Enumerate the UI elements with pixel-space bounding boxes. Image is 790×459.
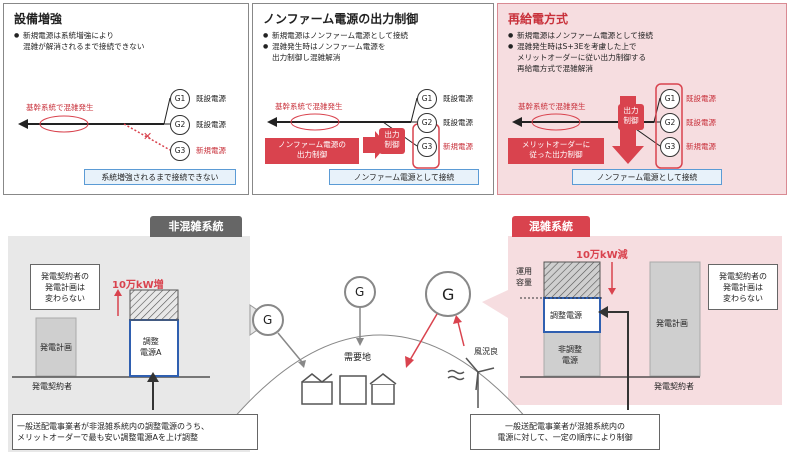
- bullet: メリットオーダーに従い出力制御する: [517, 53, 647, 62]
- generator-g2-label: 既設電源: [686, 118, 716, 127]
- right-note: 発電契約者の 発電計画は 変わらない: [708, 264, 778, 310]
- panel-grid-reinforcement: 設備増強 新規電源は系統増強により 混雑が解消されるまで接続できない ✕ 基幹系…: [3, 3, 249, 195]
- panel-bullets: 新規電源はノンファーム電源として接続 混雑発生時はS+3Eを考慮した上で メリッ…: [508, 30, 653, 74]
- right-generator: [425, 271, 471, 317]
- generator-g1-label: 既設電源: [686, 94, 716, 103]
- congestion-label: 基幹系統で混雑発生: [26, 103, 94, 112]
- red-note: メリットオーダーに 従った出力制御: [508, 138, 604, 164]
- panel-note: 系統増強されるまで接続できない: [84, 169, 236, 185]
- non-congested-tag: 非混雑系統: [150, 216, 242, 237]
- panel-note: ノンファーム電源として接続: [572, 169, 722, 185]
- generator-g2-label: 既設電源: [443, 118, 473, 127]
- left-contractor-label: 発電契約者: [32, 382, 72, 391]
- panel-title: ノンファーム電源の出力制御: [263, 12, 419, 26]
- panel-network-diagram: ✕: [18, 97, 171, 151]
- bullet: 混雑発生時はS+3Eを考慮した上で: [508, 41, 653, 52]
- wind-turbine: [447, 357, 495, 408]
- congestion-label: 基幹系統で混雑発生: [275, 102, 343, 111]
- center-generator: [344, 276, 376, 308]
- congestion-label: 基幹系統で混雑発生: [518, 102, 586, 111]
- control-tag: 出力 制御: [618, 104, 644, 130]
- panel-nonfirm-control: ノンファーム電源の出力制御 新規電源はノンファーム電源として接続 混雑発生時はノ…: [252, 3, 494, 195]
- right-caption: 一般送配電事業者が混雑系統内の 電源に対して、一定の順序により制御: [470, 414, 660, 450]
- generator-g2: G2: [417, 113, 437, 133]
- left-caption: 一般送配電事業者が非混雑系統内の調整電源のうち、 メリットオーダーで最も安い調整…: [12, 414, 258, 450]
- right-adjust-label: 調整電源: [550, 311, 582, 320]
- left-increase-hatch: [129, 289, 179, 321]
- left-generator: [252, 304, 284, 336]
- bullet: 混雑発生時はノンファーム電源を: [263, 41, 408, 52]
- generator-g1: G1: [170, 89, 190, 109]
- right-callout-pointer: [482, 290, 508, 318]
- left-plan-bar: [35, 317, 77, 377]
- wind-label: 風況良: [474, 347, 498, 356]
- generator-g3-label: 新規電源: [443, 142, 473, 151]
- generator-g3: G3: [417, 137, 437, 157]
- right-decrease-hatch: [543, 261, 601, 299]
- generator-g2-label: 既設電源: [196, 120, 226, 129]
- trunk-arrowhead: [18, 119, 28, 129]
- congested-tag: 混雑系統: [512, 216, 590, 237]
- generator-g1-label: 既設電源: [196, 94, 226, 103]
- bullet: 新規電源は系統増強により: [14, 30, 145, 41]
- red-note: ノンファーム電源の 出力制御: [265, 138, 359, 164]
- bullet: 新規電源はノンファーム電源として接続: [508, 30, 653, 41]
- right-plan-label: 発電計画: [656, 319, 688, 328]
- generator-g3-label: 新規電源: [686, 142, 716, 151]
- center-generator-label: G: [355, 285, 365, 299]
- right-adjust-pointer: [606, 311, 629, 410]
- capacity-label: 運用 容量: [516, 267, 532, 287]
- bullet: 再給電方式で混雑解消: [517, 64, 593, 73]
- right-decrease-label: 10万kW減: [576, 250, 628, 261]
- generator-g1: G1: [417, 89, 437, 109]
- left-generator-label: G: [263, 313, 273, 327]
- right-nonadjust-label: 非調整 電源: [558, 345, 582, 365]
- demand-label: 需要地: [344, 353, 372, 363]
- generator-g1-label: 既設電源: [443, 94, 473, 103]
- right-plan-bar: [649, 261, 701, 377]
- panel-bullets: 新規電源は系統増強により 混雑が解消されるまで接続できない: [14, 30, 145, 52]
- blocked-connection: [123, 123, 171, 151]
- generator-g3-label: 新規電源: [196, 146, 226, 155]
- bullet: 混雑が解消されるまで接続できない: [23, 42, 145, 51]
- right-generator-label: G: [442, 285, 455, 304]
- control-tag: 出力 制御: [379, 128, 405, 154]
- right-contractor-label: 発電契約者: [654, 382, 694, 391]
- left-adjust-label: 調整 電源A: [140, 337, 162, 357]
- demand-buildings: [301, 373, 397, 405]
- cross-mark: ✕: [143, 130, 152, 143]
- bullet: 新規電源はノンファーム電源として接続: [263, 30, 408, 41]
- panel-title: 設備増強: [14, 12, 63, 26]
- congestion-ellipse: [39, 115, 89, 133]
- panel-redispatch: 再給電方式 新規電源はノンファーム電源として接続 混雑発生時はS+3Eを考慮した…: [497, 3, 787, 195]
- panel-title: 再給電方式: [508, 12, 569, 26]
- generator-g2: G2: [170, 115, 190, 135]
- left-increase-label: 10万kW増: [112, 280, 164, 291]
- generator-g3: G3: [170, 141, 190, 161]
- panel-bullets: 新規電源はノンファーム電源として接続 混雑発生時はノンファーム電源を 出力制御し…: [263, 30, 408, 63]
- generator-g3: G3: [660, 137, 680, 157]
- generator-g2: G2: [660, 113, 680, 133]
- left-note: 発電契約者の 発電計画は 変わらない: [30, 264, 100, 310]
- panel-note: ノンファーム電源として接続: [329, 169, 479, 185]
- bullet: 出力制御し混雑解消: [272, 53, 341, 62]
- generator-g1: G1: [660, 89, 680, 109]
- right-adjust-bar: [543, 297, 601, 333]
- left-plan-label: 発電計画: [40, 343, 72, 352]
